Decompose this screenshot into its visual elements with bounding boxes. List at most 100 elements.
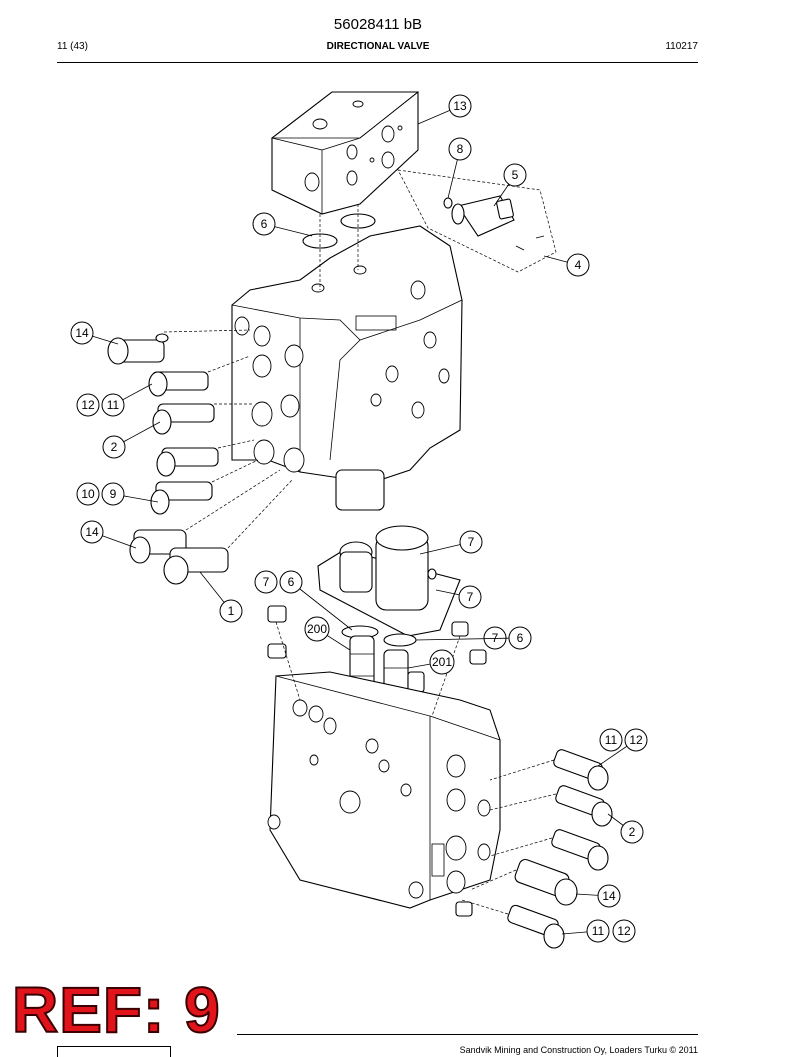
callout-circle	[101, 482, 125, 506]
callout-circle	[304, 616, 330, 642]
callout-label: 12	[617, 924, 631, 938]
callout-label: 6	[517, 631, 524, 645]
callout-circle	[279, 570, 303, 594]
callout-circle	[254, 570, 278, 594]
callout-circle	[503, 163, 527, 187]
cartridge-11	[148, 371, 209, 397]
valve-block-13	[270, 91, 420, 215]
callout-14: 14	[80, 520, 137, 549]
footer-copyright: Sandvik Mining and Construction Oy, Load…	[459, 1045, 698, 1055]
callout-label: 10	[81, 487, 95, 501]
callout-9: 9	[101, 482, 159, 506]
plug-small	[267, 605, 487, 665]
callout-circle	[586, 919, 610, 943]
callout-circle	[429, 649, 455, 675]
callout-circle	[219, 599, 243, 623]
callout-14: 14	[575, 884, 621, 908]
callout-6: 6	[415, 626, 532, 650]
footer-rule	[237, 1034, 698, 1035]
callout-11: 11	[561, 919, 610, 943]
plug-14-lower	[129, 529, 187, 564]
plug-small	[455, 901, 473, 917]
o-ring	[383, 633, 417, 647]
callout-7: 7	[435, 585, 482, 609]
callout-label: 14	[602, 889, 616, 903]
callout-circle	[566, 253, 590, 277]
callout-201: 201	[407, 649, 455, 675]
callout-label: 7	[492, 631, 499, 645]
callout-12: 12	[612, 919, 636, 943]
callout-label: 12	[629, 733, 643, 747]
callout-circle	[599, 728, 623, 752]
upper-valve-body	[231, 225, 463, 511]
callout-11: 11	[599, 728, 623, 752]
callout-10: 10	[76, 482, 100, 506]
cartridge-2-upper	[152, 403, 215, 435]
callout-label: 6	[261, 217, 268, 231]
plug-14-upper	[107, 333, 169, 365]
company-logo	[57, 1046, 171, 1057]
cartridge-1	[163, 547, 229, 585]
callout-circle	[76, 482, 100, 506]
callout-circle	[448, 137, 472, 161]
callout-5: 5	[493, 163, 527, 207]
callout-circle	[459, 530, 483, 554]
cartridge-2-right-lower	[551, 829, 609, 871]
callout-6: 6	[279, 570, 353, 631]
callout-leader	[290, 581, 353, 631]
cartridge-11-right-lower	[507, 904, 565, 949]
callout-label: 7	[263, 575, 270, 589]
callout-label: 14	[75, 326, 89, 340]
callout-label: 2	[111, 440, 118, 454]
document-date: 110217	[665, 41, 698, 52]
callout-label: 11	[605, 733, 618, 747]
callout-circle	[448, 94, 472, 118]
callout-label: 7	[467, 590, 474, 604]
callout-12: 12	[597, 728, 648, 767]
callout-circle	[620, 820, 644, 844]
plug-14-right	[514, 858, 578, 906]
callout-label: 200	[307, 622, 327, 636]
callout-4: 4	[543, 253, 590, 277]
solenoid-7	[317, 525, 461, 637]
callout-1: 1	[199, 571, 243, 623]
callout-label: 4	[575, 258, 582, 272]
callout-13: 13	[417, 94, 472, 125]
cartridge-9	[150, 481, 213, 515]
page-title: DIRECTIONAL VALVE	[326, 41, 430, 52]
callout-label: 1	[228, 604, 235, 618]
callout-circle	[76, 393, 100, 417]
callout-label: 2	[629, 825, 636, 839]
callout-circle	[612, 919, 636, 943]
callout-circle	[458, 585, 482, 609]
lower-valve-body	[267, 671, 501, 909]
callout-label: 12	[81, 398, 95, 412]
callout-label: 14	[85, 525, 99, 539]
callout-circle	[508, 626, 532, 650]
callout-label: 7	[468, 535, 475, 549]
callout-11: 11	[101, 383, 153, 417]
callout-label: 11	[107, 398, 120, 412]
callout-200: 200	[304, 616, 351, 651]
callout-leader	[415, 637, 521, 641]
cartridge-2-right	[555, 785, 613, 827]
callout-circle	[70, 321, 94, 345]
callout-label: 13	[453, 99, 467, 113]
callout-label: 11	[592, 924, 605, 938]
callout-circle	[101, 393, 125, 417]
cartridge-2-lower	[156, 447, 219, 477]
callout-label: 201	[432, 655, 452, 669]
callout-7: 7	[419, 530, 483, 555]
callout-circle	[252, 212, 276, 236]
solenoid-5	[397, 169, 557, 273]
callout-2: 2	[607, 813, 644, 844]
document-number: 56028411 bB	[333, 16, 423, 33]
callout-12: 12	[76, 393, 100, 417]
callout-label: 5	[512, 168, 519, 182]
callout-label: 6	[288, 575, 295, 589]
callout-circle	[80, 520, 104, 544]
callout-6: 6	[252, 212, 313, 237]
reference-stamp: REF: 9	[11, 974, 221, 1046]
callout-circle	[102, 435, 126, 459]
